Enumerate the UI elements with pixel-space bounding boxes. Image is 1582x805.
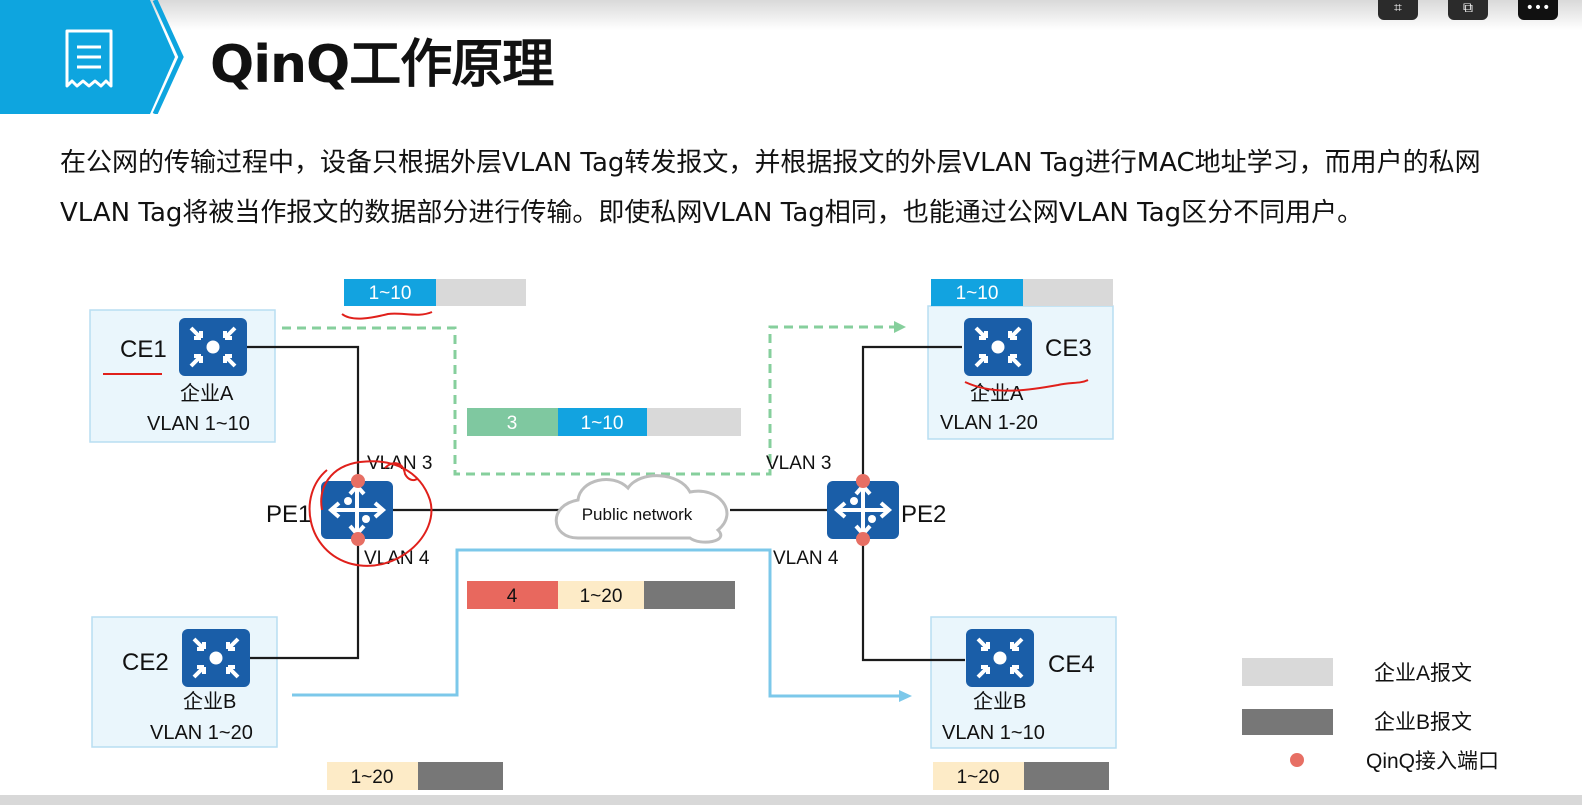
title-banner [0, 0, 184, 114]
annotation-marks [103, 311, 1089, 567]
ce4-company: 企业B [973, 690, 1026, 713]
ce3-switch-icon [962, 316, 1034, 378]
window-top-bar [0, 0, 1582, 30]
document-icon [65, 29, 113, 88]
cloud-label: Public network [582, 505, 693, 524]
pe2-name: PE2 [901, 501, 946, 528]
ce2-company: 企业B [183, 690, 236, 713]
legend: 企业A报文 企业B报文 QinQ接入端口 [1242, 658, 1499, 773]
ce4-switch-icon [964, 627, 1036, 689]
qinq-port-dot [351, 474, 365, 488]
ce2-vlan: VLAN 1~20 [150, 722, 253, 744]
pe2-vlan-top: VLAN 3 [766, 453, 831, 474]
legend-a-swatch [1242, 658, 1333, 686]
qinq-ports [351, 474, 870, 546]
pe1-router-icon [319, 479, 395, 541]
bottom-scrollbar[interactable] [0, 795, 1582, 805]
ce1-vlan: VLAN 1~10 [147, 413, 250, 435]
network-links [246, 345, 965, 662]
enterprise-b-path [292, 548, 900, 698]
ce2-name: CE2 [122, 649, 169, 676]
ce4-name: CE4 [1048, 651, 1095, 678]
tagged-a-inner-tag: 1~10 [581, 413, 624, 434]
ce2-frame-inner-tag: 1~20 [351, 767, 394, 788]
ce2-switch-icon [180, 627, 252, 689]
pe2-vlan-bottom: VLAN 4 [773, 548, 839, 569]
ce3-company: 企业A [970, 382, 1024, 405]
tagged-b-inner-tag: 1~20 [580, 586, 623, 607]
tagged-b-outer-tag: 4 [507, 586, 518, 607]
legend-b-label: 企业B报文 [1374, 711, 1472, 734]
enterprise-a-path [282, 325, 895, 476]
pe2-router-icon [825, 479, 901, 541]
tagged-a-outer-tag: 3 [507, 413, 518, 434]
legend-port-dot [1290, 753, 1304, 767]
legend-port-label: QinQ接入端口 [1366, 750, 1499, 773]
enterprise-b-arrowhead [899, 690, 912, 702]
window-button-popout[interactable]: ⧉ [1448, 0, 1488, 20]
pe1-name: PE1 [266, 501, 311, 528]
window-button-more[interactable]: ••• [1518, 0, 1558, 20]
ce4-frame-inner-tag: 1~20 [957, 767, 1000, 788]
page-title: QinQ工作原理 [210, 35, 554, 95]
intro-paragraph: 在公网的传输过程中，设备只根据外层VLAN Tag转发报文，并根据报文的外层VL… [60, 148, 1481, 228]
ce3-frame-inner-tag: 1~10 [956, 283, 999, 304]
qinq-port-dot [351, 532, 365, 546]
ce3-name: CE3 [1045, 335, 1092, 362]
qinq-port-dot [856, 532, 870, 546]
window-button-caption[interactable]: ⌗ [1378, 0, 1418, 20]
enterprise-a-arrowhead [894, 321, 906, 333]
ce4-vlan: VLAN 1~10 [942, 722, 1045, 744]
ce1-switch-icon [177, 316, 249, 378]
qinq-port-dot [856, 474, 870, 488]
ce1-name: CE1 [120, 336, 167, 363]
ce1-company: 企业A [180, 382, 234, 405]
public-network-cloud [554, 474, 729, 544]
ce1-frame-inner-tag: 1~10 [369, 283, 412, 304]
legend-b-swatch [1242, 709, 1333, 735]
legend-a-label: 企业A报文 [1374, 662, 1472, 685]
ce3-vlan: VLAN 1-20 [940, 412, 1038, 434]
